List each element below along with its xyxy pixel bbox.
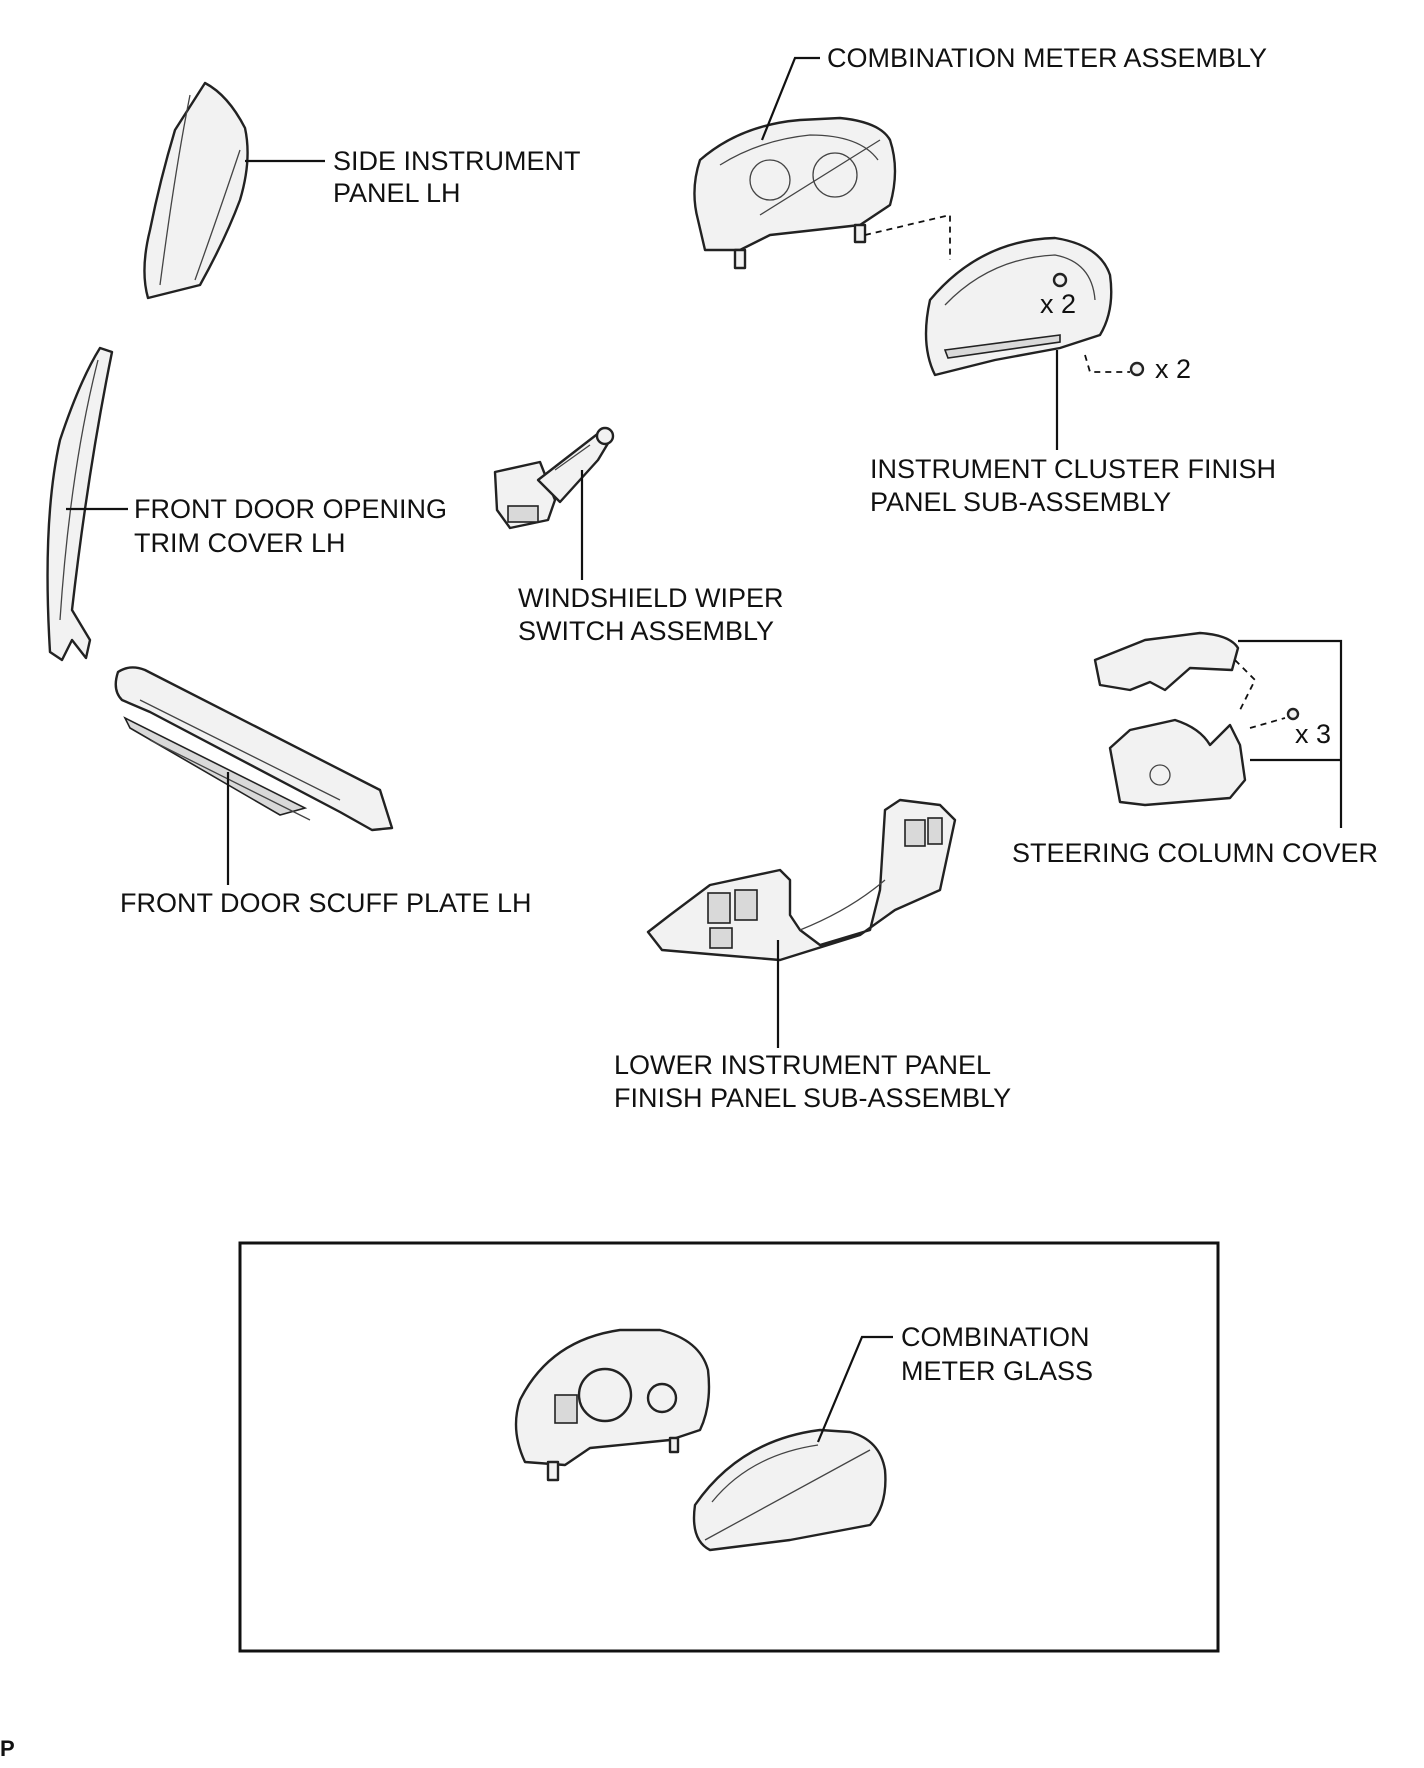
qty-x2-b: x 2 bbox=[1155, 354, 1191, 384]
label-steering-column-cover: STEERING COLUMN COVER bbox=[1012, 838, 1378, 868]
combination-meter-assembly-part bbox=[693, 116, 897, 270]
label-combination-meter-assembly: COMBINATION METER ASSEMBLY bbox=[827, 43, 1267, 73]
label-front-door-opening-2: TRIM COVER LH bbox=[134, 528, 346, 558]
dashed-column-screw bbox=[1249, 717, 1286, 729]
side-instrument-panel-lh-part bbox=[143, 81, 249, 300]
leader-combination-meter bbox=[760, 56, 820, 141]
windshield-wiper-switch-part bbox=[493, 426, 615, 530]
label-front-door-opening-1: FRONT DOOR OPENING bbox=[134, 494, 447, 524]
label-cluster-finish-2: PANEL SUB-ASSEMBLY bbox=[870, 487, 1171, 517]
dashed-column-cover bbox=[1234, 659, 1257, 711]
label-side-instrument-panel-1: SIDE INSTRUMENT bbox=[333, 146, 581, 176]
label-lower-panel-1: LOWER INSTRUMENT PANEL bbox=[614, 1050, 991, 1080]
screw-icon-2 bbox=[1286, 707, 1300, 721]
qty-x2-a: x 2 bbox=[1040, 289, 1076, 319]
screw-icon bbox=[1129, 361, 1145, 377]
inset-meter-part bbox=[514, 1328, 711, 1482]
label-lower-panel-2: FINISH PANEL SUB-ASSEMBLY bbox=[614, 1083, 1011, 1113]
front-door-opening-trim-cover-part bbox=[46, 346, 114, 662]
dashed-meter-to-cluster bbox=[864, 213, 951, 260]
front-door-scuff-plate-part bbox=[114, 666, 394, 832]
label-side-instrument-panel-2: PANEL LH bbox=[333, 178, 461, 208]
label-meter-glass-1: COMBINATION bbox=[901, 1322, 1090, 1352]
dashed-cluster-screw bbox=[1084, 354, 1130, 373]
label-meter-glass-2: METER GLASS bbox=[901, 1356, 1093, 1386]
leader-steering-column bbox=[1238, 639, 1343, 828]
instrument-cluster-finish-panel-part bbox=[924, 236, 1113, 377]
qty-x3: x 3 bbox=[1295, 719, 1331, 749]
corner-mark: P bbox=[0, 1736, 15, 1761]
lower-instrument-panel-part bbox=[646, 798, 957, 962]
inset-frame bbox=[238, 1241, 1220, 1653]
label-cluster-finish-1: INSTRUMENT CLUSTER FINISH bbox=[870, 454, 1276, 484]
leader-meter-glass bbox=[816, 1335, 893, 1443]
label-wiper-switch-1: WINDSHIELD WIPER bbox=[518, 583, 784, 613]
label-front-door-scuff: FRONT DOOR SCUFF PLATE LH bbox=[120, 888, 532, 918]
steering-column-cover-part bbox=[1093, 631, 1247, 807]
combination-meter-glass-part bbox=[692, 1428, 887, 1552]
label-wiper-switch-2: SWITCH ASSEMBLY bbox=[518, 616, 774, 646]
